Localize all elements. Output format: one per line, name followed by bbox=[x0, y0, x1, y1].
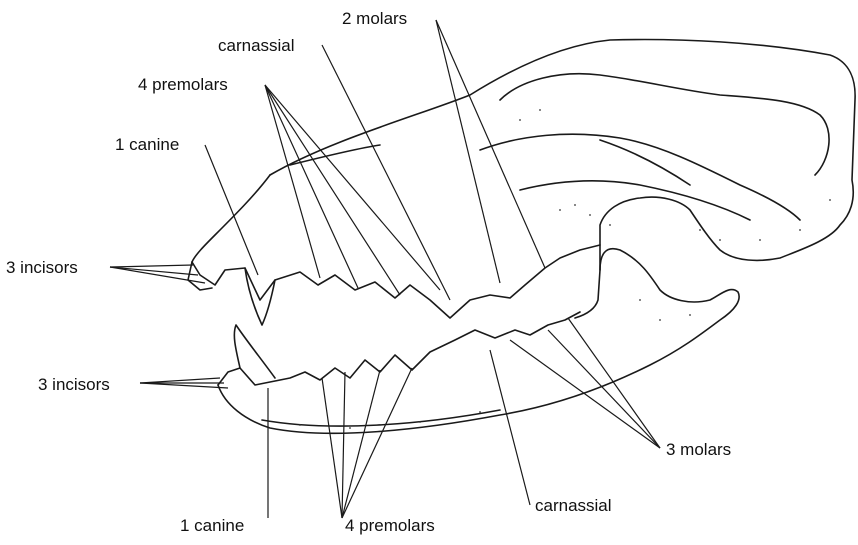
label-upper-molars: 2 molars bbox=[342, 10, 407, 27]
leader-lines bbox=[110, 20, 660, 518]
label-upper-incisors: 3 incisors bbox=[6, 259, 78, 276]
label-lower-premolars: 4 premolars bbox=[345, 517, 435, 534]
snout-outline bbox=[192, 175, 270, 262]
label-lower-molars: 3 molars bbox=[666, 441, 731, 458]
orbit-outline bbox=[500, 74, 829, 175]
label-lower-incisors: 3 incisors bbox=[38, 376, 110, 393]
label-upper-carnassial: carnassial bbox=[218, 37, 295, 54]
label-lower-canine: 1 canine bbox=[180, 517, 244, 534]
label-upper-canine: 1 canine bbox=[115, 136, 179, 153]
label-upper-premolars: 4 premolars bbox=[138, 76, 228, 93]
mandible-outline bbox=[218, 249, 739, 434]
zygomatic-arch bbox=[480, 134, 800, 220]
upper-tooth-row bbox=[192, 245, 600, 318]
label-lower-carnassial: carnassial bbox=[535, 497, 612, 514]
lower-canine-tooth bbox=[234, 325, 275, 378]
